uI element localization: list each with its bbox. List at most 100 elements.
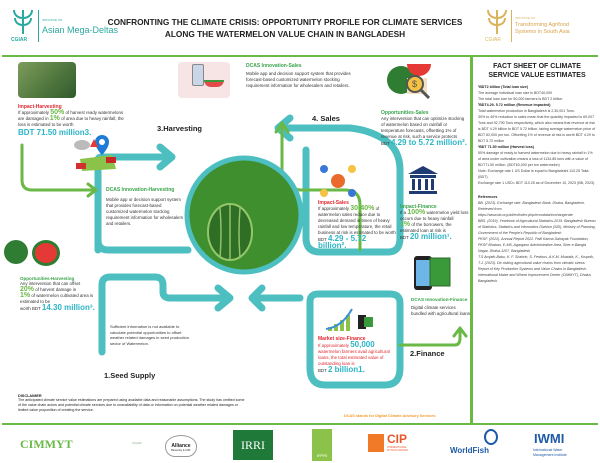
fact-line: 50% damage of ready to harvest watermelo… bbox=[478, 151, 593, 167]
title-line-2: ALONG THE WATERMELON VALUE CHAIN IN BANG… bbox=[164, 29, 406, 39]
farmer-harvest-photo bbox=[18, 62, 76, 98]
disclaimer: DISCLAIMER The anticipated climate servi… bbox=[18, 394, 248, 413]
fact-item: ³BDT 71.50 million (Harvest loss) 50% da… bbox=[478, 144, 596, 186]
initiative-name-1: Transforming Agrifood bbox=[515, 22, 569, 28]
fact-line: Note: Exchange rate 1 US Dollar is equal… bbox=[478, 169, 589, 179]
dcas-finance: DCAS Innovation-Finance Digital climate … bbox=[411, 297, 471, 317]
cip-sub: INTERNATIONAL POTATO CENTER bbox=[387, 446, 408, 452]
cgiar-label: CGIAR bbox=[485, 37, 501, 43]
green-finance-arrow bbox=[398, 326, 468, 347]
flow-harvest-box bbox=[94, 181, 192, 254]
cgiar-label: CGIAR bbox=[11, 37, 28, 43]
opportunity-value: 4.29 to 5.72 million². bbox=[390, 138, 467, 147]
reference: BB. (2023). Exchange rate. Bangladesh Ba… bbox=[478, 201, 585, 217]
impact-finance: Impact-Finance If a 100% watermelon yiel… bbox=[400, 204, 470, 241]
text: watermelon yield loss occurs due to heav… bbox=[400, 210, 469, 221]
phone-money-icon bbox=[414, 256, 451, 290]
percent: 1% bbox=[20, 292, 31, 299]
phone-watermelon-icon bbox=[178, 62, 230, 98]
svg-text:$: $ bbox=[412, 79, 417, 89]
dcas-harvesting-title: DCAS Innovation-Harvesting bbox=[106, 187, 175, 193]
flow-seed-path bbox=[98, 273, 232, 356]
opportunities-sales-title: Opportunities-Sales bbox=[381, 110, 429, 116]
dcas-finance-title: DCAS Innovation-Finance bbox=[411, 297, 468, 302]
text: BDT bbox=[400, 235, 409, 240]
impact-value: 20 million¹. bbox=[409, 232, 452, 241]
bank-icon bbox=[408, 166, 438, 194]
main-panel bbox=[2, 55, 598, 425]
dcas-sales: DCAS Innovation-Sales Mobile app and dec… bbox=[246, 63, 351, 89]
text: If approximately bbox=[318, 343, 349, 348]
worldfish-logo: WorldFish bbox=[450, 446, 489, 455]
watermelon-slice-icon bbox=[4, 240, 28, 264]
fact-sheet-title: FACT SHEET OF CLIMATE SERVICE VALUE ESTI… bbox=[488, 63, 586, 79]
header-right-logo: CGIAR INITIATIVE ON Transforming Agrifoo… bbox=[482, 6, 592, 50]
fact-line: Exchange rate 1 USD= BDT 110.25 as of De… bbox=[478, 181, 596, 185]
opportunities-sales: Opportunities-Sales Any intervention tha… bbox=[381, 110, 467, 147]
percent: 100% bbox=[407, 209, 426, 216]
text: are damaged in bbox=[18, 116, 49, 121]
ifpri-logo: IFPRI bbox=[312, 429, 332, 461]
iwmi-sub: Management Institute bbox=[533, 453, 567, 457]
divider bbox=[470, 55, 473, 425]
reference: PKSF. (2022). Annual Report 2022. Palli … bbox=[478, 237, 589, 253]
opportunities-sales-text: Any intervention that can optimize stock… bbox=[381, 116, 465, 139]
percent: 1% bbox=[49, 115, 60, 122]
percent: 30-40% bbox=[350, 205, 375, 212]
iwmi-logo: IWMI bbox=[534, 431, 565, 446]
iwmi-sub: International Water bbox=[533, 448, 563, 452]
dcas-sales-text: Mobile app and decision support system t… bbox=[246, 71, 351, 88]
impact-sales-title: Impact-Sales bbox=[318, 200, 349, 206]
text: of area due to heavy rainfall, the bbox=[61, 116, 124, 121]
disclaimer-text: The anticipated climate service value es… bbox=[18, 398, 245, 412]
fact-line: The average individual loan size is BDT4… bbox=[478, 91, 553, 95]
fact-line: 30% to 40% reduction in sales mean that … bbox=[478, 115, 596, 143]
cgiar-logo-icon bbox=[13, 9, 33, 34]
text: of harvest damage in bbox=[35, 287, 77, 292]
irri-logo: IRRI bbox=[233, 430, 273, 460]
watermelon-slice-icon bbox=[32, 240, 60, 266]
alliance-sub: Bioversity & CIAT bbox=[171, 449, 191, 452]
dcas-harvesting-text: Mobile app or decision support system th… bbox=[106, 197, 184, 226]
dcas-note: DCAS stands for Digital Climate Advisory… bbox=[344, 414, 436, 418]
fact-line: Total watermelon production in Banglades… bbox=[478, 109, 575, 113]
growth-chart-icon bbox=[325, 308, 373, 331]
flow-harvest-arrow bbox=[156, 143, 176, 171]
text: BDT bbox=[318, 237, 327, 242]
text: of watermelon cultivated area is estimat… bbox=[20, 293, 94, 304]
dcas-finance-text: Digital climate services bundled with ag… bbox=[411, 305, 471, 316]
impact-value: BDT 71.50 million3. bbox=[18, 128, 92, 137]
impact-harvesting-title: Impact-Harvesting bbox=[18, 104, 62, 110]
worldfish-icon bbox=[484, 429, 498, 445]
percent: 20% bbox=[20, 286, 35, 293]
fact-sheet-body: ¹BDT2 billion (Total loan size) The aver… bbox=[478, 84, 596, 284]
market-size-title: Market size-Finance bbox=[318, 336, 366, 342]
text: of harvest ready watermelons bbox=[65, 110, 124, 115]
text: loss is estimated to be worth bbox=[18, 122, 74, 127]
flow-finance-path bbox=[306, 290, 404, 389]
impact-value: 4.29 - 5.72 billion². bbox=[318, 234, 367, 250]
impact-harvesting: Impact-Harvesting If approximately 50% o… bbox=[18, 104, 168, 137]
reference: T.S Amjath-Babu, K. F. Shahrin, S. Ferdo… bbox=[478, 255, 594, 283]
text: of the borrowers, the estimated loan at … bbox=[400, 222, 452, 233]
seed-supply-text: Sufficient information is not available … bbox=[110, 324, 189, 346]
cgiar-small-logo: CGIAR bbox=[132, 441, 142, 445]
stage-sales: 4. Sales bbox=[312, 114, 340, 123]
market-value: 2 billion1. bbox=[327, 365, 365, 374]
impact-finance-title: Impact-Finance bbox=[400, 204, 437, 210]
fact-line: The total loan size for 50,000 farmers i… bbox=[478, 97, 563, 101]
reference: BBS. (2019). Yearbook of Agricultural St… bbox=[478, 219, 596, 235]
watermelon-dollar-icon: $ bbox=[387, 64, 431, 100]
farmer-count: 50,000 bbox=[350, 340, 375, 349]
green-harvest-arrow bbox=[20, 143, 98, 198]
value-chain-flow bbox=[20, 114, 468, 389]
fact-item: ¹BDT2 billion (Total loan size) The aver… bbox=[478, 84, 596, 102]
dcas-harvesting: DCAS Innovation-Harvesting Mobile app or… bbox=[106, 187, 184, 227]
fact-head: ²BDT4.29- 5.72 million (Revenue impacted… bbox=[478, 103, 551, 107]
text: watermelon farmers avail agricultural lo… bbox=[318, 349, 390, 366]
references-title: References bbox=[478, 195, 498, 199]
fact-item: ²BDT4.29- 5.72 million (Revenue impacted… bbox=[478, 102, 596, 144]
text: of watermelon sales reduce due to decrea… bbox=[318, 206, 396, 235]
flow-sales-box bbox=[276, 124, 404, 256]
